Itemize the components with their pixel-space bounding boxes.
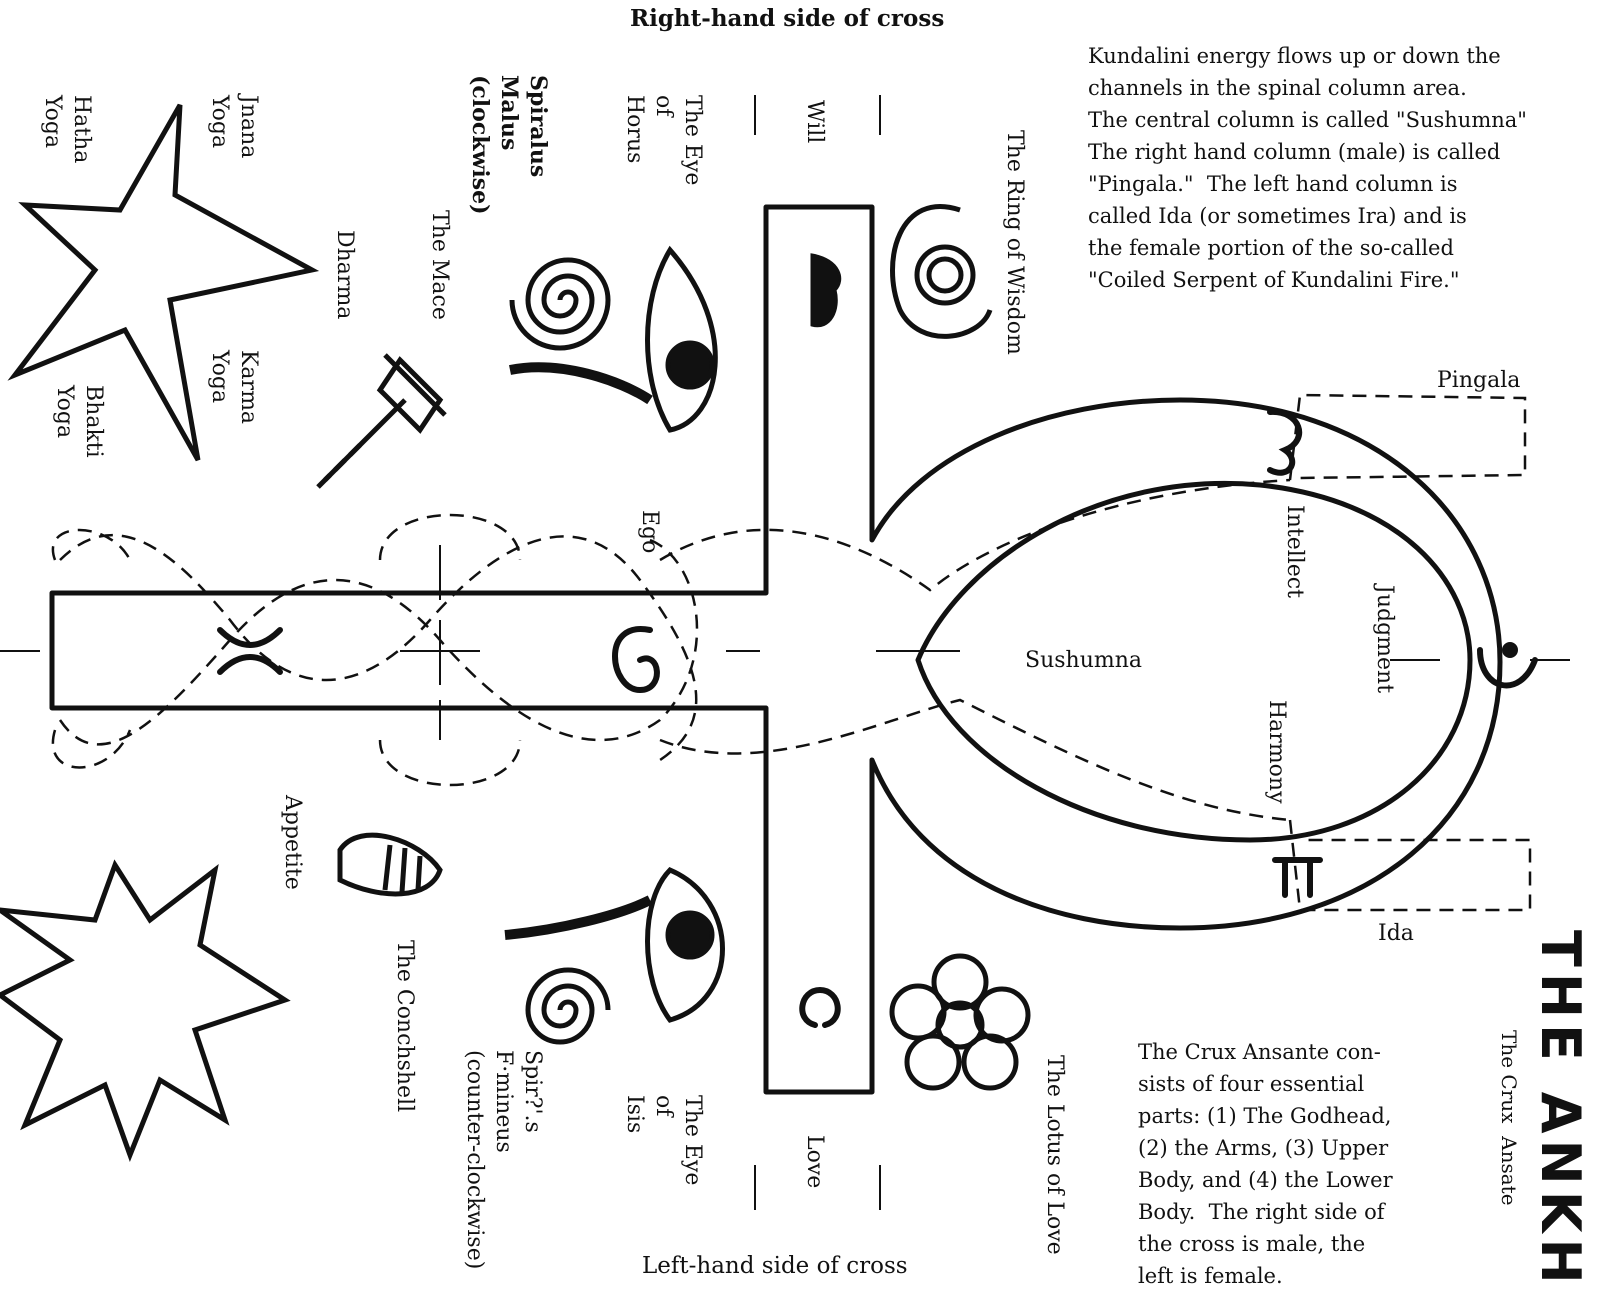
label-dharma: Dharma [330, 230, 359, 319]
conchshell-icon [340, 835, 440, 894]
label-mace: The Mace [425, 210, 454, 320]
label-eye-horus: The Eye of Horus [620, 95, 707, 185]
label-ring: The Ring of Wisdom [1000, 130, 1029, 355]
lotus-icon [892, 956, 1028, 1088]
label-jnana: Jnana Yoga [205, 95, 263, 158]
label-spiralus-malus: Spiralus Malus (clockwise) [465, 75, 552, 215]
kundalini-paragraph: Kundalini energy flows up or down the ch… [1088, 40, 1527, 296]
ring-icon [893, 206, 991, 336]
mace-icon [318, 355, 445, 487]
label-eye-isis: The Eye of Isis [620, 1095, 707, 1185]
label-spiralus-femineus: Spir?'.s F·mineus (counter-clockwise) [460, 1050, 547, 1269]
label-intellect: Intellect [1280, 505, 1309, 598]
crux-paragraph: The Crux Ansante con- sists of four esse… [1138, 1036, 1393, 1292]
page-subtitle: The Crux Ansate [1494, 1030, 1523, 1206]
label-conchshell: The Conchshell [390, 940, 419, 1112]
label-sushumna: Sushumna [1025, 647, 1142, 675]
label-ida: Ida [1378, 920, 1414, 948]
label-will: Will [800, 100, 829, 143]
eye-icon [505, 250, 723, 1020]
label-bhakti: Bhakti Yoga [50, 385, 108, 458]
label-ego: Ego [635, 510, 664, 553]
label-pingala: Pingala [1437, 367, 1520, 395]
label-love: Love [800, 1135, 829, 1188]
top-caption: Right-hand side of cross [630, 5, 944, 33]
label-hatha: Hatha Yoga [38, 95, 96, 163]
label-harmony: Harmony [1262, 700, 1291, 804]
page-title: THE ANKH [1530, 930, 1590, 1290]
bottom-caption: Left-hand side of cross [642, 1252, 908, 1280]
label-judgment: Judgment [1370, 585, 1399, 693]
seven-point-star-icon [0, 865, 285, 1155]
label-lotus: The Lotus of Love [1040, 1055, 1069, 1255]
label-appetite: Appetite [278, 795, 307, 890]
label-karma: Karma Yoga [205, 350, 263, 424]
ankh-outline [52, 207, 1500, 1092]
